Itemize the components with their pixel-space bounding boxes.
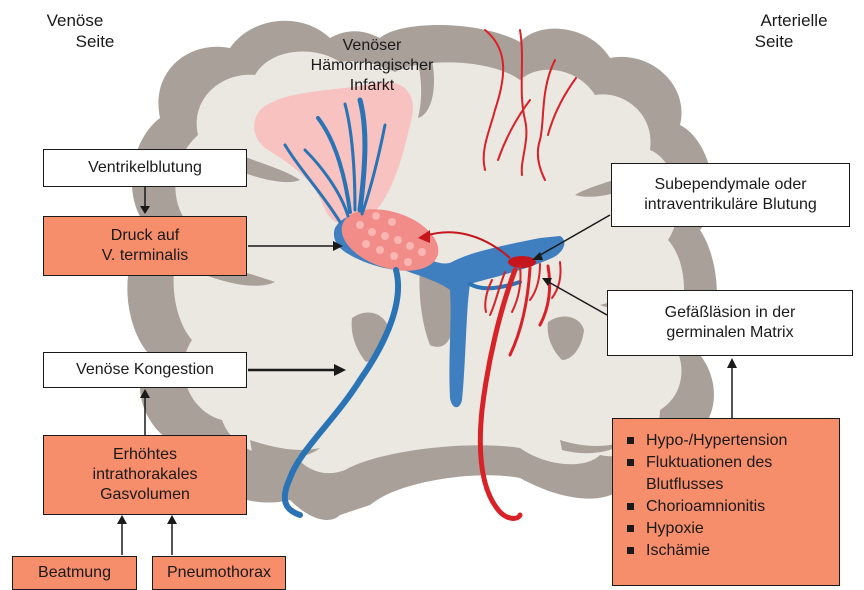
venous-side-line1: Venöse (20, 10, 130, 31)
risk-item: Hypo-/Hypertension (627, 430, 833, 452)
risk-text: Ischämie (646, 540, 710, 562)
risk-item: Chorioamnionitis (627, 496, 833, 518)
infarct-line1: Venöser (282, 36, 462, 56)
gefaesslaesion-line2: germinalen Matrix (666, 323, 793, 343)
risk-item: Hypoxie (627, 518, 833, 540)
gasvolumen-line2: intrathorakales (93, 465, 198, 485)
bullet-icon (627, 503, 634, 510)
beatmung-text: Beatmung (38, 563, 111, 583)
druck-line1: Druck auf (111, 226, 179, 246)
venous-side-line2: Seite (20, 31, 130, 52)
risk-text: Blutflusses (646, 474, 723, 496)
box-ventrikelblutung: Ventrikelblutung (43, 149, 247, 187)
risk-item: Ischämie (627, 540, 833, 562)
subependymale-line1: Subependymale oder (654, 175, 806, 195)
arterial-side-label: Arterielle Seite (734, 10, 854, 52)
bullet-icon (627, 525, 634, 532)
risk-text: Fluktuationen des (646, 452, 772, 474)
subependymal-bleed (508, 256, 536, 268)
gasvolumen-line3: Gasvolumen (100, 485, 190, 505)
risk-item: Fluktuationen des (627, 452, 833, 474)
venous-side-label: Venöse Seite (20, 10, 130, 52)
arterial-side-line1: Arterielle (734, 10, 854, 31)
gasvolumen-line1: Erhöhtes (113, 445, 177, 465)
kongestion-text: Venöse Kongestion (76, 360, 214, 380)
box-beatmung: Beatmung (12, 556, 137, 590)
gefaesslaesion-line1: Gefäßläsion in der (665, 303, 796, 323)
risk-text: Hypoxie (646, 518, 704, 540)
box-gefaesslaesion: Gefäßläsion in der germinalen Matrix (607, 290, 853, 356)
box-subependymale-blutung: Subependymale oder intraventrikuläre Blu… (611, 163, 850, 227)
bullet-icon (627, 459, 634, 466)
infarct-line3: Infarkt (282, 76, 462, 96)
bullet-icon (627, 437, 634, 444)
arterial-side-line2: Seite (734, 31, 854, 52)
infarct-label: Venöser Hämorrhagischer Infarkt (282, 36, 462, 96)
ventrikelblutung-text: Ventrikelblutung (88, 158, 202, 178)
risk-item-continuation: Blutflusses (627, 474, 833, 496)
box-druck-v-terminalis: Druck auf V. terminalis (43, 216, 247, 276)
box-venoese-kongestion: Venöse Kongestion (43, 352, 247, 388)
subependymale-line2: intraventrikuläre Blutung (644, 195, 817, 215)
risk-text: Hypo-/Hypertension (646, 430, 787, 452)
box-pneumothorax: Pneumothorax (152, 556, 286, 590)
box-gasvolumen: Erhöhtes intrathorakales Gasvolumen (43, 435, 247, 515)
box-risk-factors: Hypo-/Hypertension Fluktuationen des Blu… (612, 418, 840, 586)
infarct-line2: Hämorrhagischer (282, 56, 462, 76)
pneumothorax-text: Pneumothorax (167, 563, 271, 583)
risk-text: Chorioamnionitis (646, 496, 765, 518)
bullet-icon (627, 547, 634, 554)
druck-line2: V. terminalis (102, 246, 189, 266)
